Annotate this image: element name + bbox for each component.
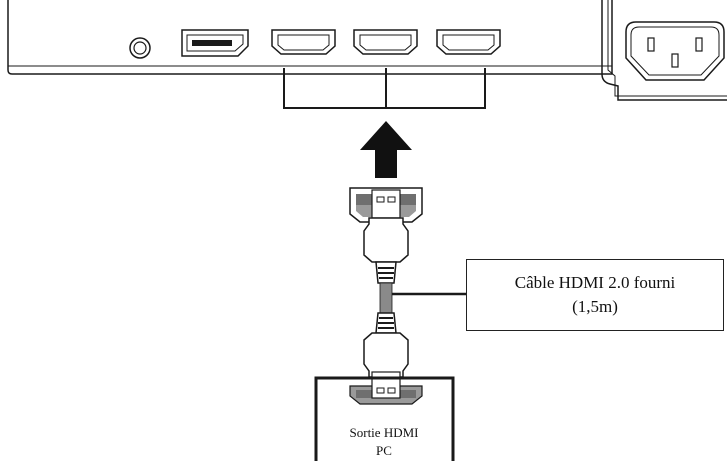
- pc-label-line2: PC: [376, 443, 392, 458]
- hdmi-cable-callout: Câble HDMI 2.0 fourni (1,5m): [466, 259, 724, 331]
- hdmi-plug-pc-end: [349, 312, 423, 405]
- hdmi-port-1-icon: [271, 29, 336, 55]
- hdmi-port-3-icon: [436, 29, 501, 55]
- hdmi-ports-bracket: [283, 68, 486, 109]
- pc-box-outline: [314, 376, 455, 461]
- audio-jack-port-icon: [129, 37, 151, 59]
- ac-power-inlet-icon: [625, 21, 725, 81]
- monitor-rear-panel: [7, 0, 727, 101]
- hdmi-cable: [379, 282, 393, 314]
- cable-callout-line1: Câble HDMI 2.0 fourni: [514, 273, 676, 292]
- hdmi-port-2-icon: [353, 29, 418, 55]
- insert-arrow-icon: [360, 121, 412, 178]
- cable-callout-line2: (1,5m): [572, 297, 618, 316]
- hdmi-plug-monitor-end: [349, 187, 423, 284]
- pc-hdmi-output-label: Sortie HDMI PC: [318, 424, 450, 460]
- displayport-port-icon: [181, 29, 249, 57]
- pc-label-line1: Sortie HDMI: [349, 425, 419, 440]
